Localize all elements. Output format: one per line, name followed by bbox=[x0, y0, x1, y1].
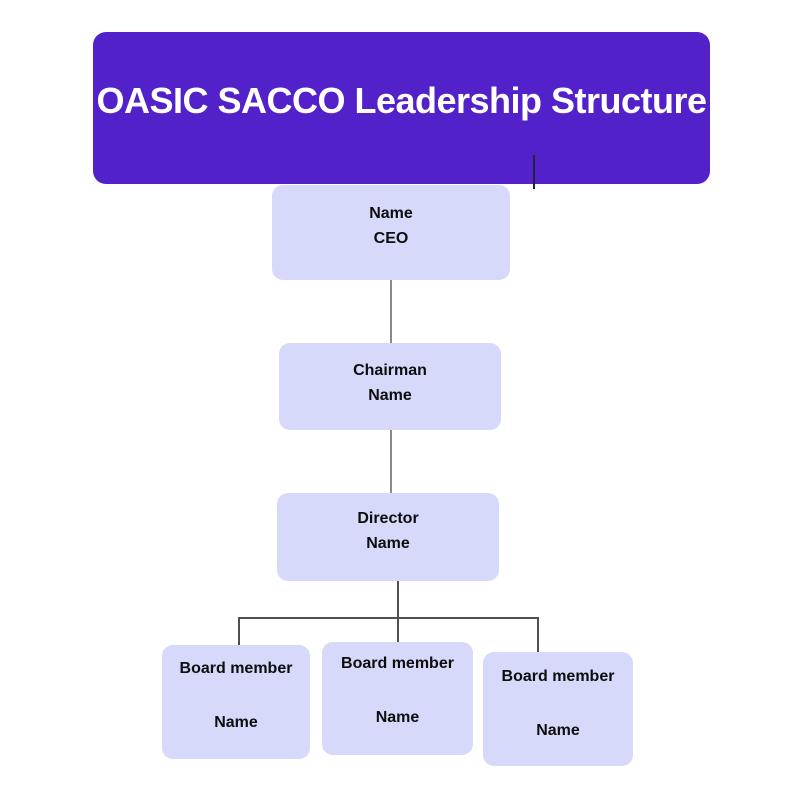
node-line2: Name bbox=[368, 387, 412, 404]
org-node-ceo[interactable]: Name CEO bbox=[272, 185, 510, 280]
text-cursor bbox=[533, 155, 535, 189]
node-line1: Chairman bbox=[353, 362, 427, 379]
org-node-director[interactable]: Director Name bbox=[277, 493, 499, 581]
org-node-chairman[interactable]: Chairman Name bbox=[279, 343, 501, 430]
node-line1: Board member bbox=[179, 660, 293, 677]
connector-branch-horizontal bbox=[238, 617, 539, 619]
node-line1: Board member bbox=[341, 655, 454, 672]
node-line2: Name bbox=[366, 535, 410, 552]
connector-chairman-director bbox=[390, 430, 392, 493]
connector-director-stem bbox=[397, 581, 399, 618]
org-node-board-member-2[interactable]: Board member Name bbox=[322, 642, 473, 755]
node-line2: Name bbox=[214, 714, 258, 731]
connector-ceo-chairman bbox=[390, 280, 392, 343]
chart-title[interactable]: OASIC SACCO Leadership Structure bbox=[96, 80, 707, 121]
connector-drop-right bbox=[537, 617, 539, 652]
node-line1: Board member bbox=[501, 668, 615, 685]
node-line2: Name bbox=[536, 722, 580, 739]
node-line1: Name bbox=[369, 205, 413, 222]
chart-title-banner[interactable]: OASIC SACCO Leadership Structure bbox=[93, 32, 710, 189]
node-line2: Name bbox=[375, 709, 420, 726]
node-line2: CEO bbox=[373, 230, 409, 247]
connector-drop-left bbox=[238, 617, 240, 645]
connector-drop-center bbox=[397, 617, 399, 642]
node-line1: Director bbox=[357, 510, 419, 527]
org-node-board-member-1[interactable]: Board member Name bbox=[162, 645, 310, 759]
org-node-board-member-3[interactable]: Board member Name bbox=[483, 652, 633, 766]
